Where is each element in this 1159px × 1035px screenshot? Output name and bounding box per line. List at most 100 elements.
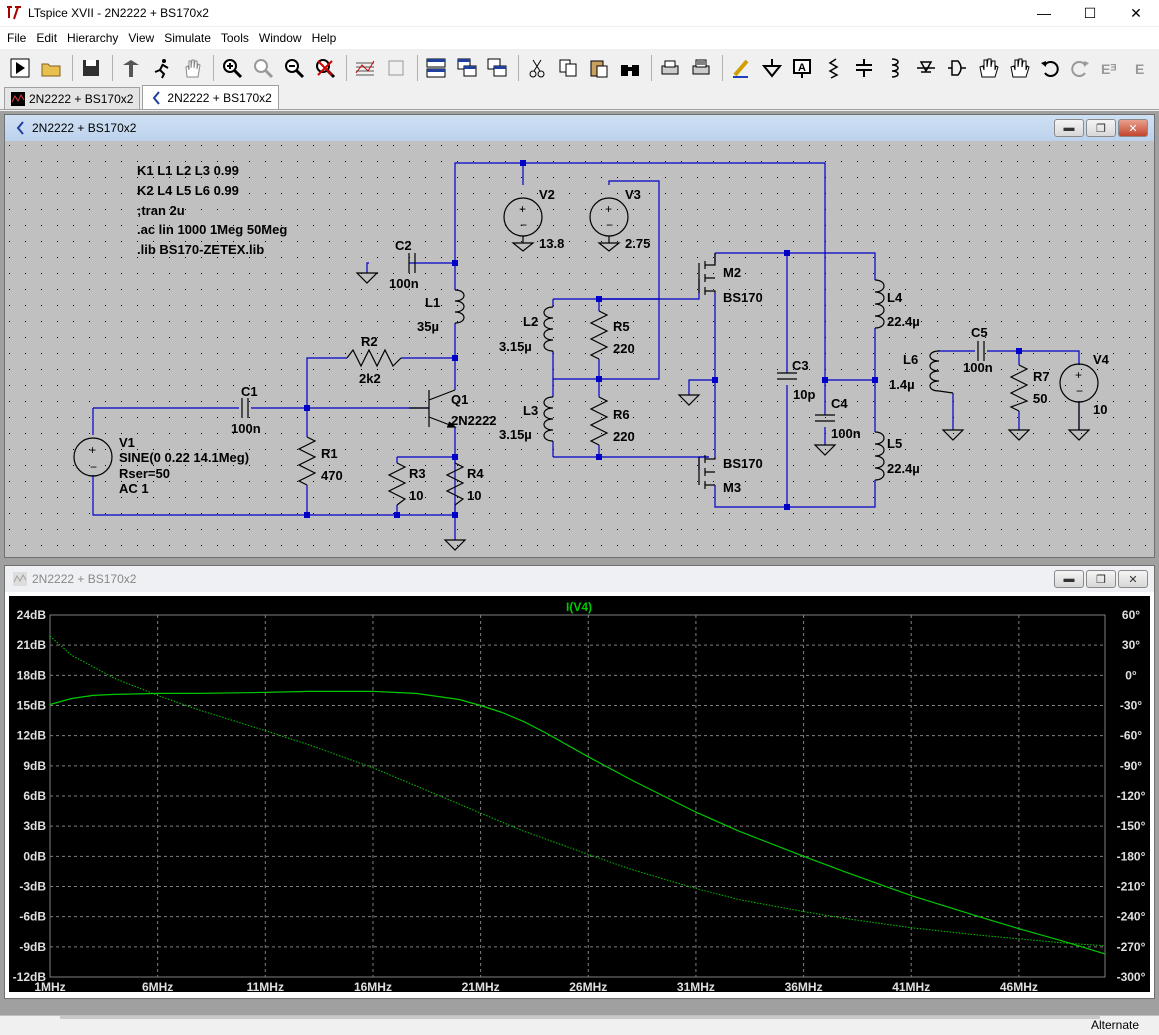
print-icon[interactable] <box>656 54 684 82</box>
tab-schematic-label: 2N2222 + BS170x2 <box>167 90 272 105</box>
r1-value: 470 <box>321 468 343 483</box>
r4-name: R4 <box>467 466 484 481</box>
tile-horizontal-icon[interactable] <box>422 54 450 82</box>
cascade-icon[interactable] <box>453 54 481 82</box>
inductor-icon[interactable] <box>881 54 909 82</box>
tab-plot-label: 2N2222 + BS170x2 <box>29 91 134 106</box>
v4-value: 10 <box>1093 402 1107 417</box>
rotate-icon[interactable]: Eᴲ <box>1097 54 1125 82</box>
print-preview-icon[interactable] <box>687 54 715 82</box>
zoom-in-icon[interactable] <box>218 54 246 82</box>
copy-icon[interactable] <box>554 54 582 82</box>
tab-plot[interactable]: 2N2222 + BS170x2 <box>4 87 141 109</box>
menu-tools[interactable]: Tools <box>220 31 249 45</box>
tab-schematic[interactable]: 2N2222 + BS170x2 <box>142 85 279 109</box>
run-icon[interactable] <box>6 54 34 82</box>
resistor-icon[interactable] <box>819 54 847 82</box>
y-tick-right: -210° <box>1117 880 1146 894</box>
drag-icon[interactable] <box>1005 54 1033 82</box>
maximize-button[interactable]: ☐ <box>1083 4 1097 21</box>
cursor-icon[interactable] <box>382 54 410 82</box>
y-tick-right: -60° <box>1120 729 1142 743</box>
plot-window-titlebar[interactable]: 2N2222 + BS170x2 ▬ ❐ ✕ <box>5 566 1154 592</box>
zoom-fit-icon[interactable] <box>249 54 277 82</box>
schematic-restore-button[interactable]: ❐ <box>1086 119 1116 137</box>
r4-value: 10 <box>467 488 481 503</box>
waveform-chart[interactable]: 24dB21dB18dB15dB12dB9dB6dB3dB0dB-3dB-6dB… <box>9 596 1150 994</box>
open-icon[interactable] <box>37 54 65 82</box>
move-icon[interactable] <box>974 54 1002 82</box>
menu-window[interactable]: Window <box>258 31 302 45</box>
menu-help[interactable]: Help <box>311 31 337 45</box>
halt-icon[interactable] <box>148 54 176 82</box>
l1-value: 35µ <box>417 319 439 334</box>
q1-name: Q1 <box>451 392 468 407</box>
ground-icon[interactable] <box>758 54 786 82</box>
y-tick-right: -180° <box>1117 849 1146 863</box>
menu-hierarchy[interactable]: Hierarchy <box>67 31 119 45</box>
plot-minimize-button[interactable]: ▬ <box>1054 570 1084 588</box>
y-tick-right: -120° <box>1117 789 1146 803</box>
schematic-drawing[interactable]: +− +− +− +− K1 L1 L2 L3 0.99 K2 L4 L5 L6… <box>9 145 1150 551</box>
cut-icon[interactable] <box>523 54 551 82</box>
redo-icon[interactable] <box>1067 54 1095 82</box>
autorange-icon[interactable] <box>351 54 379 82</box>
plot-close-button[interactable]: ✕ <box>1118 570 1148 588</box>
r3-name: R3 <box>409 466 426 481</box>
c1-value: 100n <box>231 421 261 436</box>
r1-name: R1 <box>321 446 338 461</box>
zoom-cancel-icon[interactable] <box>311 54 339 82</box>
r7-value: 50 <box>1033 391 1047 406</box>
r5-value: 220 <box>613 341 635 356</box>
schematic-canvas[interactable]: +− +− +− +− K1 L1 L2 L3 0.99 K2 L4 L5 L6… <box>9 145 1150 551</box>
window-titlebar: LTspice XVII - 2N2222 + BS170x2 — ☐ ✕ <box>0 0 1159 26</box>
menu-edit[interactable]: Edit <box>36 31 58 45</box>
c2-value: 100n <box>389 276 419 291</box>
v4-name: V4 <box>1093 352 1110 367</box>
v1-value: SINE(0 0.22 14.1Meg) <box>119 450 249 465</box>
find-icon[interactable] <box>616 54 644 82</box>
m3-value: BS170 <box>723 456 763 471</box>
v3-name: V3 <box>625 187 641 202</box>
c4-value: 100n <box>831 426 861 441</box>
y-tick-left: 12dB <box>17 729 47 743</box>
close-all-icon[interactable] <box>483 54 511 82</box>
close-button[interactable]: ✕ <box>1130 4 1142 21</box>
schematic-window-titlebar[interactable]: 2N2222 + BS170x2 ▬ ❐ ✕ <box>5 115 1154 141</box>
menu-file[interactable]: File <box>7 31 27 45</box>
y-tick-right: -270° <box>1117 940 1146 954</box>
menu-simulate[interactable]: Simulate <box>164 31 211 45</box>
draw-wire-icon[interactable] <box>727 54 755 82</box>
svg-text:E: E <box>1135 61 1144 77</box>
v1-rser: Rser=50 <box>119 466 170 481</box>
plot-restore-button[interactable]: ❐ <box>1086 570 1116 588</box>
l5-value: 22.4µ <box>887 461 920 476</box>
menu-view[interactable]: View <box>128 31 155 45</box>
trace-label-i-v4: I(V4) <box>566 600 592 614</box>
component-icon[interactable] <box>943 54 971 82</box>
minimize-button[interactable]: — <box>1037 5 1051 21</box>
directive-1: K1 L1 L2 L3 0.99 <box>137 163 239 178</box>
save-icon[interactable] <box>77 54 105 82</box>
undo-icon[interactable] <box>1036 54 1064 82</box>
label-icon[interactable]: A <box>788 54 816 82</box>
svg-text:+: + <box>1075 368 1082 382</box>
paste-icon[interactable] <box>585 54 613 82</box>
control-panel-icon[interactable] <box>117 54 145 82</box>
x-tick: 41MHz <box>892 980 930 992</box>
schematic-close-button[interactable]: ✕ <box>1118 119 1148 137</box>
mirror-icon[interactable]: E <box>1128 54 1156 82</box>
diode-icon[interactable] <box>912 54 940 82</box>
schematic-minimize-button[interactable]: ▬ <box>1054 119 1084 137</box>
zoom-out-icon[interactable] <box>280 54 308 82</box>
capacitor-icon[interactable] <box>850 54 878 82</box>
l6-value: 1.4µ <box>889 377 915 392</box>
x-tick: 11MHz <box>247 980 284 992</box>
window-title: LTspice XVII - 2N2222 + BS170x2 <box>28 6 209 20</box>
y-tick-right: -150° <box>1117 819 1146 833</box>
pan-icon[interactable] <box>178 54 206 82</box>
y-tick-left: -9dB <box>19 940 46 954</box>
c5-value: 100n <box>963 360 993 375</box>
y-tick-right: -90° <box>1120 759 1142 773</box>
